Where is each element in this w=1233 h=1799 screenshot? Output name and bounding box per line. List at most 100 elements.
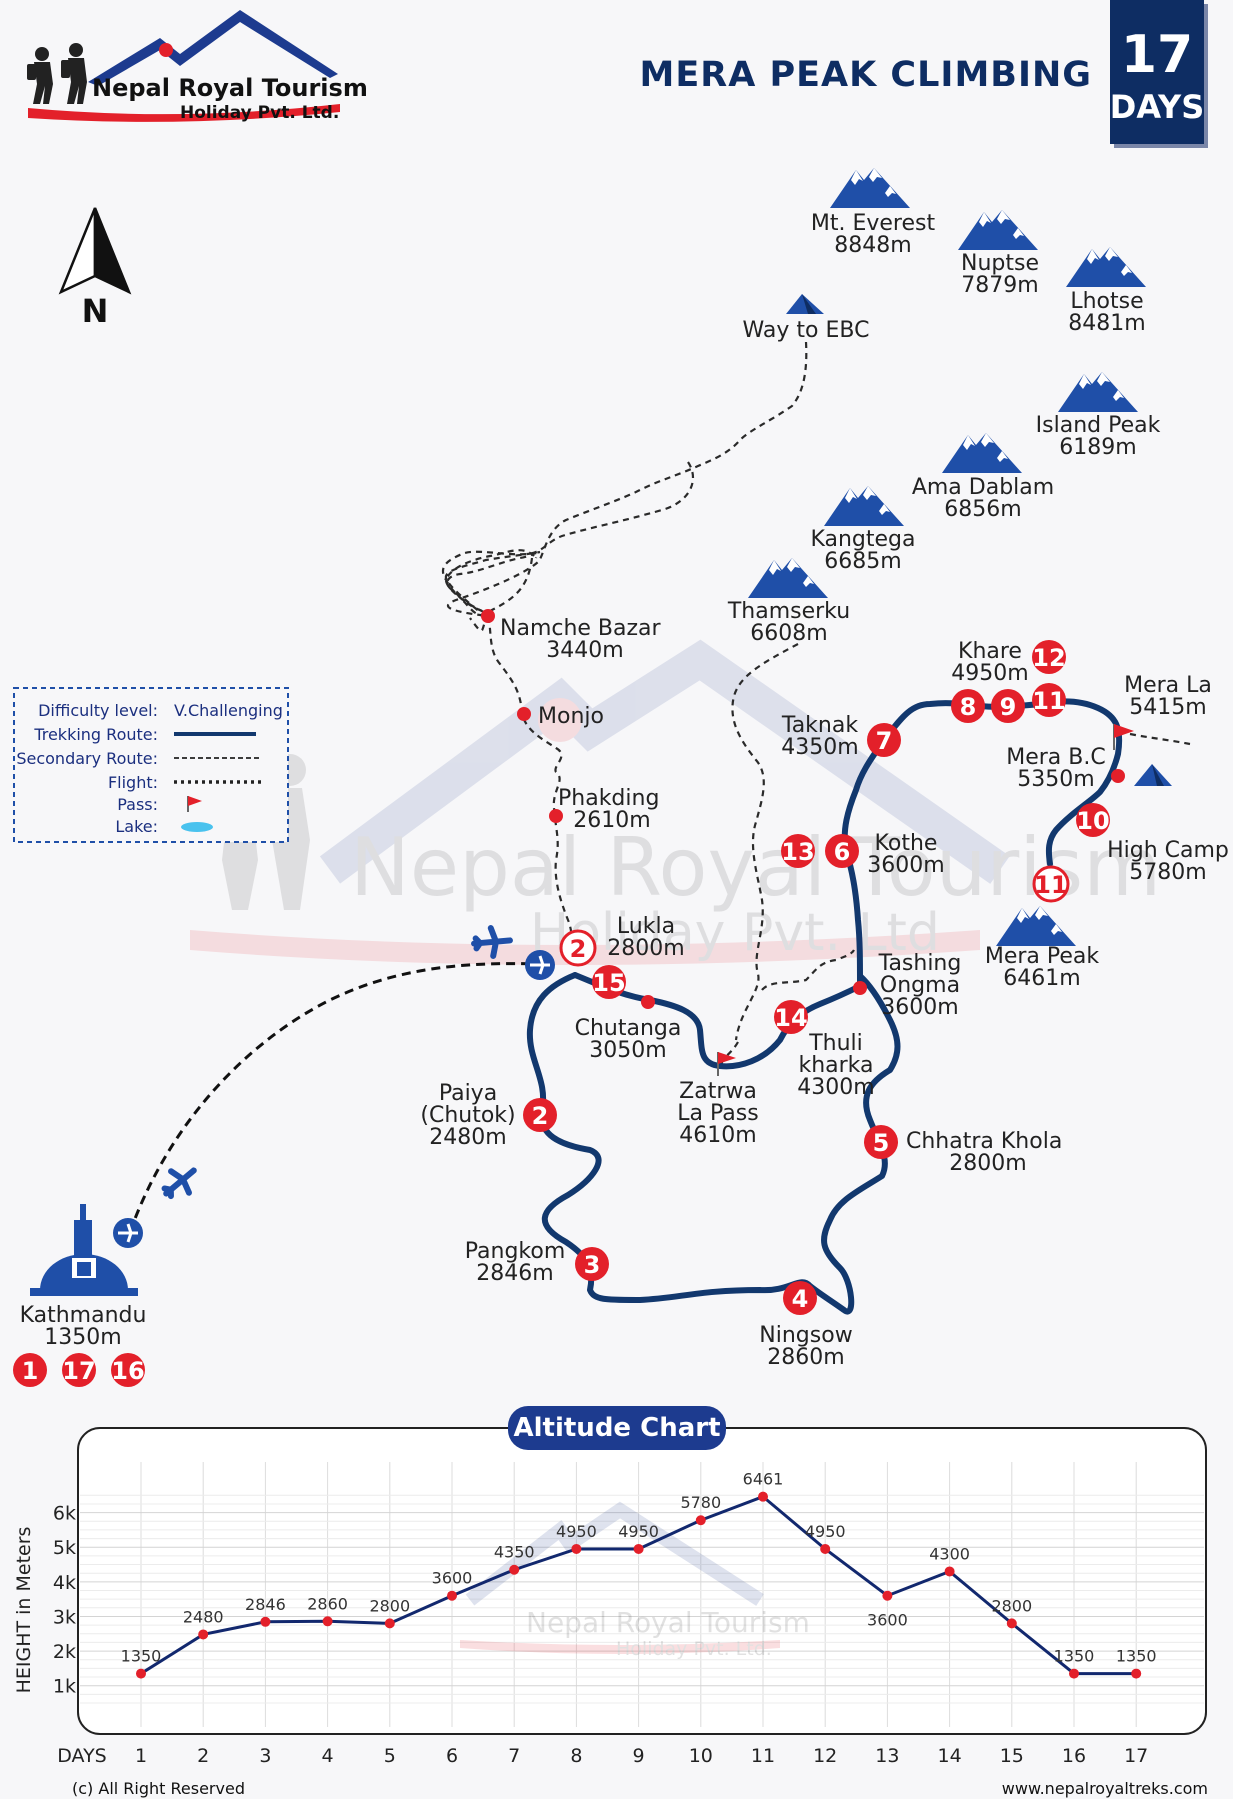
chart-xtick: 2 [197, 1745, 209, 1767]
svg-text:2: 2 [532, 1102, 549, 1130]
altitude-chart: Altitude Chart Nepal Royal Tourism Holid… [13, 1406, 1207, 1767]
mountain-height: 6608m [750, 621, 827, 646]
chart-point [1131, 1668, 1142, 1679]
place-alt: 2480m [429, 1125, 506, 1150]
place-name: Kathmandu [20, 1303, 147, 1328]
chart-ylabel: HEIGHT in Meters [13, 1527, 35, 1694]
svg-text:15: 15 [592, 969, 625, 997]
chart-xtick: 1 [135, 1745, 147, 1767]
stupa-icon [30, 1204, 138, 1296]
chart-ytick: 1k [53, 1676, 76, 1698]
place-alt: 3600m [867, 853, 944, 878]
chart-data-label: 5780 [680, 1493, 721, 1512]
duration-number: 17 [1121, 25, 1193, 85]
waypoint-dot [549, 809, 563, 823]
mountain-name: Kangtega [810, 527, 915, 552]
chart-point [447, 1590, 457, 1601]
mountain-height: 8848m [834, 233, 911, 258]
chart-xtick: 9 [633, 1745, 645, 1767]
chart-data-label: 4350 [494, 1543, 535, 1562]
svg-text:1: 1 [22, 1357, 39, 1385]
waypoint-dot [1111, 769, 1125, 783]
mountain-name: Lhotse [1070, 289, 1143, 314]
day-markers: 1 17 16 2 15 2 3 4 5 14 13 6 7 8 9 11 12… [13, 640, 1110, 1387]
chart-point [322, 1616, 333, 1627]
svg-text:9: 9 [1000, 693, 1017, 721]
chart-point [820, 1543, 831, 1554]
mountain-icon [958, 210, 1038, 250]
pass-flag-icon [187, 796, 202, 812]
chart-data-label: 6461 [743, 1470, 784, 1489]
chart-point [198, 1629, 209, 1640]
chart-data-label: 2800 [991, 1596, 1032, 1615]
place-name: Namche Bazar [500, 616, 662, 641]
legend-flight-label: Flight: [108, 773, 158, 792]
svg-text:11: 11 [1032, 687, 1065, 715]
brand-sub: Holiday Pvt. Ltd. [180, 103, 339, 123]
svg-text:16: 16 [111, 1357, 144, 1385]
chart-data-label: 2860 [307, 1594, 348, 1613]
waypoint-dot [517, 707, 531, 721]
mountain-name: Island Peak [1036, 413, 1161, 438]
svg-text:6: 6 [834, 838, 851, 866]
chart-grid [80, 1462, 1204, 1727]
day-marker: 7 [867, 723, 901, 757]
place-alt: 4610m [679, 1123, 756, 1148]
svg-text:7: 7 [876, 727, 893, 755]
compass-label: N [82, 292, 109, 330]
mountain-height: 6189m [1059, 435, 1136, 460]
svg-text:12: 12 [1032, 644, 1065, 672]
tent-icon [786, 294, 824, 314]
place-name: Paiya [439, 1081, 497, 1106]
chart-xlabel: DAYS [57, 1745, 107, 1767]
day-marker: 5 [864, 1125, 898, 1159]
mountain-height: 8481m [1068, 311, 1145, 336]
airplane-icon [161, 1167, 197, 1200]
page-title: MERA PEAK CLIMBING [640, 55, 1092, 95]
svg-text:2: 2 [570, 935, 587, 963]
mountain-name: Thamserku [727, 599, 850, 624]
place-alt: 2846m [476, 1261, 553, 1286]
mountain-height: 6685m [824, 549, 901, 574]
svg-text:5: 5 [873, 1129, 890, 1157]
chart-point [758, 1491, 768, 1502]
day-marker: 2 [523, 1098, 557, 1132]
chart-xtick: 6 [446, 1745, 458, 1767]
place-alt: 3050m [589, 1038, 666, 1063]
day-marker: 9 [991, 689, 1025, 723]
compass: N [58, 207, 132, 330]
legend-secondary-label: Secondary Route: [16, 749, 158, 768]
chart-point [695, 1515, 706, 1526]
place-name: High Camp [1107, 838, 1229, 863]
chart-frame [77, 1427, 1207, 1735]
chart-xtick: 16 [1062, 1745, 1086, 1767]
route-waypoints [481, 609, 1125, 1009]
place-name: Mera La [1124, 673, 1212, 698]
mountain-name: Nuptse [961, 251, 1039, 276]
legend-pass-label: Pass: [117, 795, 158, 814]
day-marker: 11 [1032, 865, 1070, 903]
legend-difficulty-label: Difficulty level: [38, 701, 158, 720]
day-marker: 17 [62, 1353, 96, 1387]
flight-route [113, 925, 555, 1248]
chart-xtick: 12 [813, 1745, 837, 1767]
day-marker: 1 [13, 1353, 47, 1387]
place-name-2: La Pass [677, 1101, 758, 1126]
place-name-2: kharka [798, 1053, 873, 1078]
chart-watermark: Nepal Royal Tourism Holiday Pvt. Ltd. [460, 1501, 810, 1660]
footer-website[interactable]: www.nepalroyaltreks.com [1002, 1779, 1208, 1798]
airport-icon [113, 950, 555, 1248]
place-alt: 3600m [881, 995, 958, 1020]
chart-xtick: 10 [689, 1745, 713, 1767]
mountain-height: 7879m [961, 273, 1038, 298]
day-marker: 3 [575, 1247, 609, 1281]
place-name: Tashing [878, 951, 962, 976]
place-alt: 5780m [1129, 860, 1206, 885]
place-name: Chhatra Khola [906, 1129, 1062, 1154]
svg-text:8: 8 [960, 693, 977, 721]
place-name-2: (Chutok) [420, 1103, 515, 1128]
svg-text:10: 10 [1076, 807, 1109, 835]
